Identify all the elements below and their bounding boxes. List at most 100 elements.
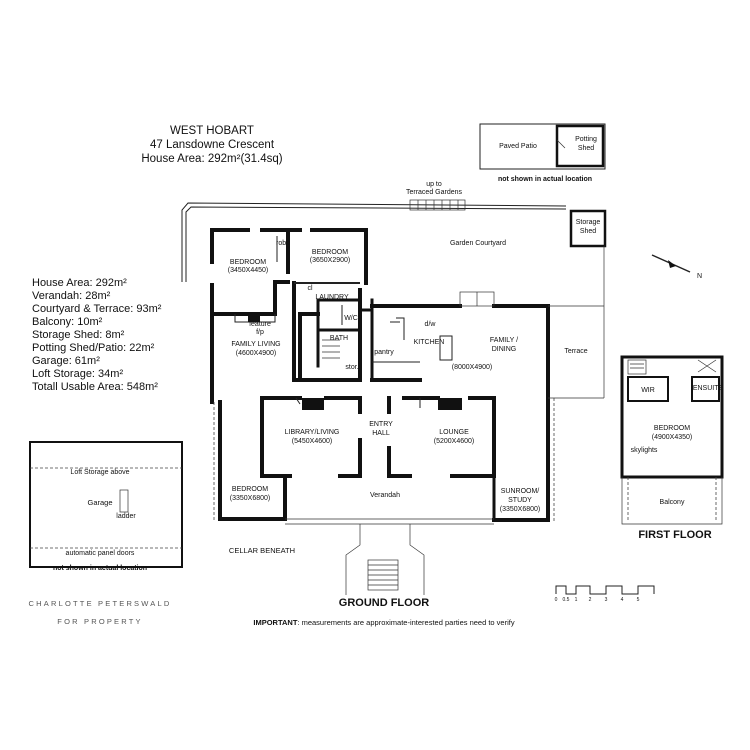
kitchen-label: KITCHEN: [414, 339, 445, 346]
laundry-label: LAUNDRY: [315, 294, 349, 301]
brand-line-1: CHARLOTTE PETERSWALD: [29, 599, 172, 608]
bedroom-2-dim: (3650X2900): [310, 257, 350, 264]
balcony-label: Balcony: [660, 499, 685, 506]
family-dining-label: FAMILY /: [490, 337, 518, 344]
header-house-area: House Area: 292m²(31.4sq): [141, 153, 282, 165]
scale-label-4: 4: [621, 597, 624, 603]
hall-label: HALL: [372, 430, 390, 437]
potting-label: Potting: [575, 136, 597, 143]
paved-patio-outline: [479, 123, 606, 170]
courtyard-fence: [181, 202, 567, 282]
scale-bar-line: [555, 585, 655, 595]
header: WEST HOBART 47 Lansdowne Crescent House …: [141, 125, 282, 165]
bedroom-2-label: BEDROOM: [312, 249, 348, 256]
family-dining-label-2: DINING: [492, 346, 517, 353]
stat-potting-shed: Potting Shed/Patio: 22m²: [32, 342, 155, 354]
stat-balcony: Balcony: 10m²: [32, 316, 103, 328]
bedroom-1-dim: (3450X4450): [228, 267, 268, 274]
compass-north-label: N: [697, 273, 702, 280]
scale-label-5: 5: [637, 597, 640, 603]
first-bedroom-label: BEDROOM: [654, 425, 690, 432]
area-stats: House Area: 292m² Verandah: 28m² Courtya…: [32, 277, 162, 393]
verandah-label: Verandah: [370, 492, 400, 499]
stat-house-area: House Area: 292m²: [32, 277, 127, 289]
ensuite-outline: [691, 376, 720, 402]
garage-label: Garage: [87, 498, 112, 507]
first-bedroom-dim: (4900X4350): [652, 434, 692, 441]
stat-garage: Garage: 61m²: [32, 355, 100, 367]
scale-bar: 0 0.5 1 2 3 4 5: [555, 585, 655, 603]
feature-label: feature: [249, 321, 271, 328]
entry-label: ENTRY: [369, 421, 393, 428]
ground-floor-walls: [210, 228, 604, 595]
stair-icon: [627, 359, 647, 375]
family-living-label: FAMILY LIVING: [231, 341, 280, 348]
ladder-icon: [119, 489, 129, 513]
library-dim: (5450X4600): [292, 438, 332, 445]
potting-not-shown-note: not shown in actual location: [498, 176, 592, 183]
scale-label-05: 0.5: [563, 597, 570, 603]
wir-label: WIR: [641, 387, 655, 394]
skylights-label: skylights: [631, 447, 658, 454]
header-suburb: WEST HOBART: [170, 125, 254, 137]
stor-label: stor.: [345, 364, 358, 371]
first-floor: WIR ENSUITE BEDROOM (4900X4350) skylight…: [620, 355, 724, 541]
bedroom-3-dim: (3350X6800): [230, 495, 270, 502]
terraced-gardens-label: Terraced Gardens: [406, 189, 463, 196]
scale-label-3: 3: [605, 597, 608, 603]
potting-shed-patio: Paved Patio Potting Shed not shown in ac…: [479, 123, 606, 183]
header-address: 47 Lansdowne Crescent: [150, 139, 275, 151]
courtyard-fence-inner: [185, 206, 567, 282]
family-dining-dim: (8000X4900): [452, 364, 492, 371]
ensuite-label: ENSUITE: [693, 385, 724, 392]
bath-label: BATH: [330, 335, 348, 342]
important-note-bold: IMPORTANT: [253, 618, 297, 627]
scale-label-0: 0: [555, 597, 558, 603]
ladder-label: ladder: [116, 513, 136, 520]
cellar-label: CELLAR BENEATH: [229, 546, 295, 555]
important-note: IMPORTANT: measurements are approximate-…: [253, 618, 514, 627]
courtyard-boundary: up to Terraced Gardens Garden Courtyard: [181, 181, 605, 398]
storage-shed-outline: [569, 209, 607, 248]
lounge-label: LOUNGE: [439, 429, 469, 436]
storage-shed: Storage Shed: [569, 209, 607, 248]
wir-outline: [627, 376, 669, 402]
stat-verandah: Verandah: 28m²: [32, 290, 111, 302]
dw-label: d/w: [425, 321, 437, 328]
panel-doors-label: automatic panel doors: [66, 550, 135, 557]
brand-logo: CHARLOTTE PETERSWALD FOR PROPERTY: [29, 599, 172, 626]
stat-storage-shed: Storage Shed: 8m²: [32, 329, 125, 341]
bedroom-1-label: BEDROOM: [230, 259, 266, 266]
stat-courtyard: Courtyard & Terrace: 93m²: [32, 303, 162, 315]
garage-not-shown-note: not shown in actual location: [53, 565, 147, 572]
scale-label-2: 2: [589, 597, 592, 603]
important-note-text: : measurements are approximate-intereste…: [297, 618, 514, 627]
paved-patio-label: Paved Patio: [499, 143, 537, 150]
brand-line-2: FOR PROPERTY: [57, 617, 142, 626]
scale-label-1: 1: [575, 597, 578, 603]
bedroom-3-label: BEDROOM: [232, 486, 268, 493]
cl-label: cl: [307, 285, 313, 292]
first-floor-outline: [620, 355, 724, 479]
loft-storage-label: Loft Storage above: [70, 469, 129, 476]
sunroom-dim: (3350X6800): [500, 506, 540, 513]
potting-shed-label: Shed: [578, 145, 594, 152]
lounge-dim: (5200X4600): [434, 438, 474, 445]
pantry-label: pantry: [374, 349, 394, 356]
compass-arrow-icon: [668, 260, 676, 268]
stat-loft: Loft Storage: 34m²: [32, 368, 123, 380]
first-floor-title: FIRST FLOOR: [638, 529, 711, 541]
sunroom-label: SUNROOM/: [501, 488, 540, 495]
up-to-label: up to: [426, 181, 442, 188]
family-living-dim: (4600X4900): [236, 350, 276, 357]
storage-shed-label: Shed: [580, 228, 596, 235]
garage: Loft Storage above Garage ladder automat…: [29, 441, 183, 572]
stat-total: Totall Usable Area: 548m²: [32, 381, 158, 393]
fp-label: f/p: [256, 329, 264, 336]
study-label: STUDY: [508, 497, 532, 504]
ground-floor-title: GROUND FLOOR: [339, 597, 429, 609]
potting-shed-door: [556, 139, 566, 149]
ground-floor-labels: BEDROOM (3450X4450) robe BEDROOM (3650X2…: [228, 240, 588, 609]
